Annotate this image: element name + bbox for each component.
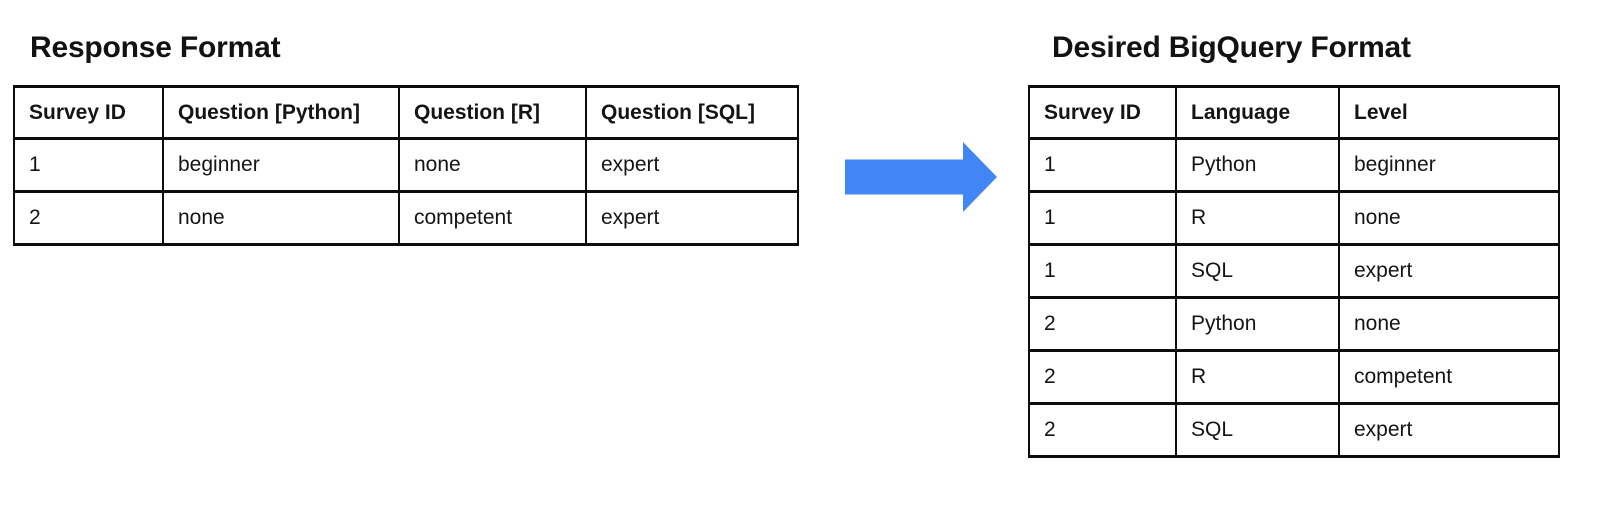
table-cell: Python (1175, 296, 1340, 352)
table-cell: SQL (1175, 243, 1340, 299)
table-row: 1 Python beginner (1028, 137, 1560, 193)
table-cell: competent (1338, 349, 1560, 405)
table-cell: expert (585, 137, 799, 193)
table-cell: SQL (1175, 402, 1340, 458)
bigquery-format-title: Desired BigQuery Format (1052, 31, 1411, 64)
table-header-row: Survey ID Question [Python] Question [R]… (13, 85, 799, 140)
response-format-title: Response Format (30, 31, 281, 64)
right-arrow-shape (845, 142, 997, 212)
table-cell: 2 (1028, 402, 1177, 458)
table-row: 1 SQL expert (1028, 243, 1560, 299)
table-cell: expert (1338, 243, 1560, 299)
table-cell: expert (1338, 402, 1560, 458)
table-cell: 2 (13, 190, 164, 246)
header-cell-question-r: Question [R] (398, 85, 587, 140)
table-row: 2 R competent (1028, 349, 1560, 405)
table-cell: 2 (1028, 349, 1177, 405)
response-format-table: Survey ID Question [Python] Question [R]… (13, 85, 799, 246)
table-cell: none (162, 190, 400, 246)
table-cell: 1 (1028, 243, 1177, 299)
table-cell: expert (585, 190, 799, 246)
table-cell: 1 (1028, 190, 1177, 246)
table-cell: none (398, 137, 587, 193)
table-cell: none (1338, 296, 1560, 352)
header-cell-question-sql: Question [SQL] (585, 85, 799, 140)
header-cell-survey-id: Survey ID (1028, 85, 1177, 140)
table-cell: 2 (1028, 296, 1177, 352)
header-cell-language: Language (1175, 85, 1340, 140)
table-row: 2 Python none (1028, 296, 1560, 352)
table-cell: 1 (1028, 137, 1177, 193)
right-arrow-icon (845, 142, 997, 212)
table-row: 1 R none (1028, 190, 1560, 246)
table-cell: R (1175, 349, 1340, 405)
table-row: 2 none competent expert (13, 190, 799, 246)
table-cell: 1 (13, 137, 164, 193)
header-cell-survey-id: Survey ID (13, 85, 164, 140)
table-cell: R (1175, 190, 1340, 246)
table-row: 2 SQL expert (1028, 402, 1560, 458)
header-cell-level: Level (1338, 85, 1560, 140)
table-row: 1 beginner none expert (13, 137, 799, 193)
table-cell: competent (398, 190, 587, 246)
table-header-row: Survey ID Language Level (1028, 85, 1560, 140)
table-cell: none (1338, 190, 1560, 246)
header-cell-question-python: Question [Python] (162, 85, 400, 140)
table-cell: beginner (162, 137, 400, 193)
bigquery-format-table: Survey ID Language Level 1 Python beginn… (1028, 85, 1560, 458)
table-cell: Python (1175, 137, 1340, 193)
transform-arrow (845, 142, 997, 212)
table-cell: beginner (1338, 137, 1560, 193)
